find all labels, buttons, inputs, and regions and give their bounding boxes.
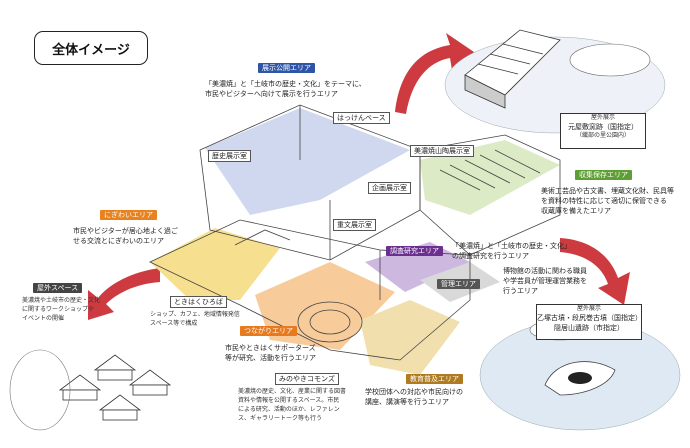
tokiwaku-plaza-desc-2: スペース等で構成: [150, 320, 198, 327]
collection-area-desc-2: を資料の特性に応じて適切に保管できる: [541, 197, 667, 205]
arrow-to-outdoor-space: [88, 268, 160, 320]
management-area-desc-2: や学芸員が管理運営業務を: [503, 277, 587, 285]
outdoor-space-desc-1: 美濃焼や土岐市の歴史・文化: [22, 297, 101, 304]
collection-area-desc-3: 収蔵庫を備えたエリア: [541, 207, 611, 215]
tent-4: [98, 394, 142, 411]
room-history: 歴史展示室: [208, 150, 251, 162]
nigiwai-area-desc-2: せる交流とにぎわいのエリア: [73, 237, 164, 245]
outdoor-exhibit-top-note: （織部の里公園内）: [575, 132, 630, 139]
education-floor: [360, 300, 460, 375]
outdoor-exhibit-bottom-label: 屋外展示: [576, 305, 601, 312]
collection-area-tag: 収集保存エリア: [575, 170, 632, 180]
exhibit-area-desc-1: 「美濃焼」と「土岐市の歴史・文化」をテーマに、: [205, 80, 366, 88]
top-outdoor-trees: [569, 43, 651, 77]
minoyaki-commons-desc-4: ス、ギャラリートーク等も行う: [238, 415, 323, 422]
education-area-desc-2: 講座、講演等を行うエリア: [365, 398, 449, 406]
management-area-desc-3: 行うエリア: [503, 287, 538, 295]
commons-ring: [297, 301, 363, 343]
management-area-desc-1: 博物館の活動に関わる職員: [503, 267, 587, 275]
education-area-tag: 教育普及エリア: [406, 374, 463, 384]
minoyaki-commons-desc-1: 美濃焼の歴史、文化、産業に関する図書: [238, 388, 347, 395]
education-area-desc-1: 学校団体への対応や市民向けの: [365, 388, 463, 396]
collection-area-desc-1: 美術工芸品や古文書、埋蔵文化財、民具等: [541, 187, 674, 195]
room-special: 企画展示室: [368, 182, 411, 194]
minoyaki-commons-label: みのやきコモンズ: [275, 373, 339, 385]
exhibit-area-desc-2: 市民やビジターへ向けて展示を行うエリア: [205, 90, 338, 98]
arrow-to-bottom-outdoor: [560, 238, 630, 305]
outdoor-space-desc-3: イベントの開催: [22, 315, 65, 322]
nigiwai-area-tag: にぎわいエリア: [100, 210, 157, 220]
tsunagari-area-desc-2: 等が研究、活動を行うエリア: [225, 354, 316, 362]
outdoor-space-desc-2: に関するワークショップや: [22, 306, 95, 313]
building-outline-storage: [419, 134, 561, 256]
outdoor-exhibit-bottom-name-2: 隠居山遺跡（市指定）: [554, 324, 624, 332]
exhibit-area-tag: 展示公開エリア: [258, 63, 315, 73]
room-important-cultural: 重文展示室: [333, 219, 376, 231]
minoyaki-commons-desc-3: による研究、活動のほか、レファレン: [238, 406, 340, 413]
outdoor-exhibit-top-label: 屋外展示: [590, 114, 615, 121]
tokiwaku-plaza-label: ときはくひろば: [170, 296, 227, 308]
tent-2: [128, 369, 172, 386]
building-outline-lower: [149, 219, 471, 361]
room-hakken-base: はっけんベース: [333, 112, 390, 124]
tsunagari-area-desc-1: 市民やときはくサポーターズ: [225, 344, 316, 352]
tent-3: [58, 374, 102, 391]
outdoor-exhibit-top-caption: 屋外展示 元屋敷窯跡（国指定） （織部の里公園内）: [560, 113, 646, 149]
exhibit-floor: [205, 108, 410, 215]
collection-floor: [420, 140, 560, 215]
research-area-desc-2: の調査研究を行うエリア: [452, 252, 529, 260]
arrow-to-top-outdoor: [395, 33, 474, 114]
tokiwaku-plaza-desc-1: ショップ、カフェ、地域情報発信: [150, 311, 240, 318]
room-minoyaki: 美濃焼山陶展示室: [410, 145, 474, 157]
management-area-tag: 管理エリア: [437, 279, 480, 289]
tsunagari-area-tag: つながりエリア: [240, 326, 297, 336]
outdoor-exhibit-top-name: 元屋敷窯跡（国指定）: [568, 123, 638, 131]
outdoor-space-trees: [9, 349, 71, 431]
tent-1: [93, 354, 137, 371]
nigiwai-floor: [150, 228, 280, 300]
outdoor-exhibit-bottom-name-1: 乙塚古墳・段尻巻古墳（国指定）: [537, 314, 642, 322]
outdoor-space-tag: 屋外スペース: [33, 283, 83, 293]
page-title: 全体イメージ: [34, 31, 148, 65]
nigiwai-area-desc-1: 市民やビジターが居心地よく過ご: [73, 227, 178, 235]
research-area-desc-1: 「美濃焼」と「土岐市の歴史・文化」: [452, 242, 571, 250]
minoyaki-commons-desc-2: 資料や情報を公開するスペース。市民: [238, 397, 340, 404]
research-area-tag: 調査研究エリア: [386, 246, 443, 256]
outdoor-exhibit-bottom-caption: 屋外展示 乙塚古墳・段尻巻古墳（国指定） 隠居山遺跡（市指定）: [536, 304, 642, 340]
